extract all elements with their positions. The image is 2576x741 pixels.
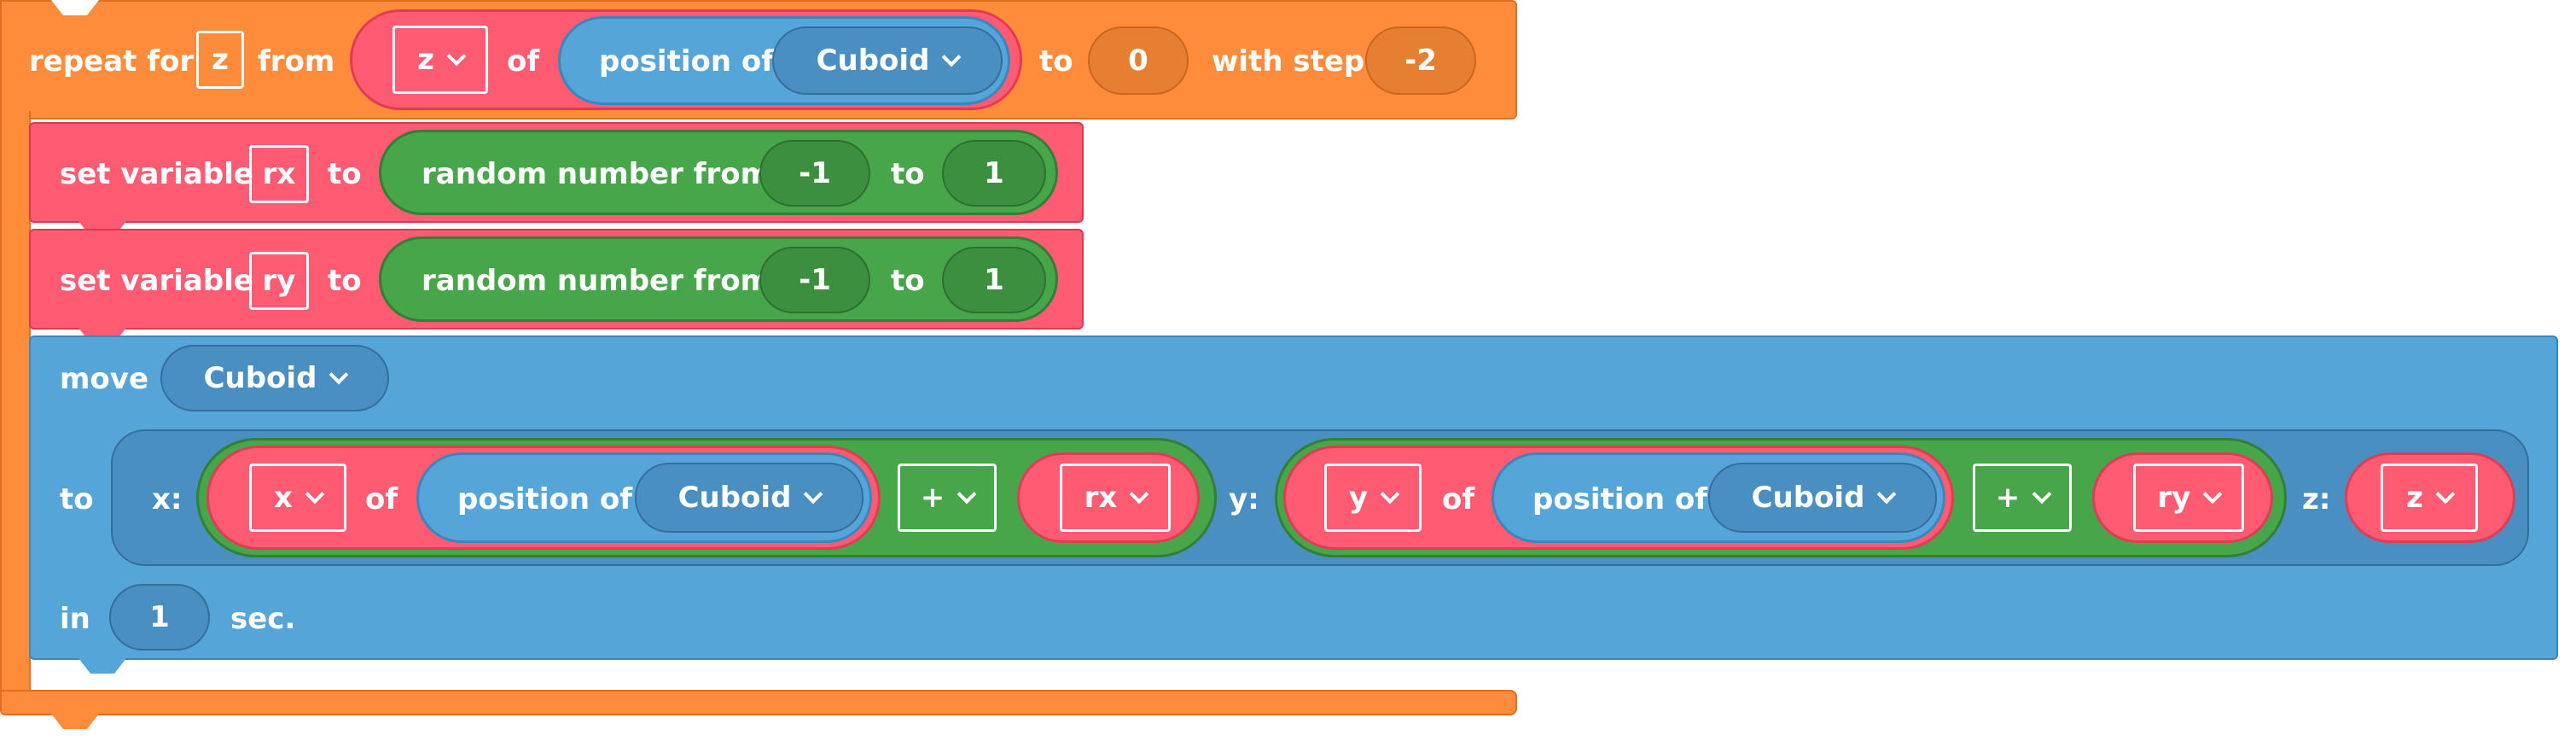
random-max-input[interactable]: 1: [942, 247, 1046, 313]
chevron-down-icon: [957, 484, 977, 505]
in-label: in: [60, 602, 90, 636]
to-label: to: [328, 264, 362, 298]
repeat-block-footer: [0, 690, 1517, 715]
chevron-down-icon: [329, 365, 349, 385]
chevron-down-icon: [1130, 484, 1149, 505]
repeat-for-label: repeat for: [29, 44, 195, 79]
component-dropdown[interactable]: z: [393, 26, 488, 94]
chevron-down-icon: [942, 47, 962, 67]
x-component-dropdown[interactable]: x: [249, 464, 346, 532]
y-variable-dropdown[interactable]: ry: [2133, 464, 2244, 532]
y-object-dropdown[interactable]: Cuboid: [1708, 463, 1937, 533]
random-number-label: random number from: [422, 264, 771, 298]
y-coordinate-label: y:: [1229, 482, 1259, 516]
variable-field-rx[interactable]: rx: [249, 145, 309, 203]
block-notch: [79, 658, 126, 674]
y-component-dropdown[interactable]: y: [1324, 464, 1422, 532]
chevron-down-icon: [446, 46, 467, 67]
position-of-label: position of: [1532, 482, 1708, 516]
random-number-label: random number from: [422, 157, 771, 191]
set-variable-label: set variable: [60, 157, 253, 191]
object-dropdown[interactable]: Cuboid: [772, 26, 1003, 95]
to-label: to: [891, 157, 925, 191]
z-variable-dropdown[interactable]: z: [2381, 464, 2478, 532]
chevron-down-icon: [305, 484, 325, 505]
x-coordinate-label: x:: [152, 482, 183, 516]
position-of-label: position of: [599, 44, 775, 79]
repeat-bottom-notch: [51, 714, 99, 729]
chevron-down-icon: [1380, 484, 1400, 505]
random-max-input[interactable]: 1: [942, 140, 1046, 207]
of-label: of: [365, 482, 398, 516]
chevron-down-icon: [2435, 484, 2456, 505]
step-value-input[interactable]: -2: [1365, 26, 1476, 95]
set-variable-label: set variable: [60, 264, 253, 298]
chevron-down-icon: [2203, 484, 2223, 505]
chevron-down-icon: [2032, 484, 2052, 505]
to-label: to: [60, 482, 94, 516]
of-label: of: [507, 44, 540, 79]
chevron-down-icon: [804, 484, 823, 505]
z-variable-reporter[interactable]: [2345, 452, 2515, 543]
chevron-down-icon: [1877, 484, 1897, 505]
to-label: to: [328, 157, 362, 191]
to-label: to: [891, 264, 925, 298]
y-operator-dropdown[interactable]: +: [1973, 464, 2072, 532]
repeat-from-label: from: [258, 44, 335, 79]
z-coordinate-label: z:: [2302, 482, 2331, 516]
sec-label: sec.: [230, 602, 296, 636]
x-object-dropdown[interactable]: Cuboid: [635, 463, 864, 533]
variable-field-ry[interactable]: ry: [249, 252, 309, 310]
repeat-variable-field[interactable]: z: [196, 31, 244, 89]
move-label: move: [60, 362, 149, 396]
with-step-label: with step: [1212, 44, 1365, 79]
random-min-input[interactable]: -1: [759, 247, 870, 313]
of-label: of: [1442, 482, 1475, 516]
move-object-dropdown[interactable]: Cuboid: [160, 345, 389, 411]
to-label: to: [1039, 44, 1073, 79]
position-of-label: position of: [457, 482, 633, 516]
repeat-block-arm: [0, 111, 31, 709]
to-value-input[interactable]: 0: [1088, 26, 1189, 95]
x-operator-dropdown[interactable]: +: [898, 464, 997, 532]
random-min-input[interactable]: -1: [759, 140, 870, 207]
duration-input[interactable]: 1: [109, 584, 210, 651]
x-variable-dropdown[interactable]: rx: [1060, 464, 1171, 532]
repeat-top-notch: [51, 0, 99, 15]
